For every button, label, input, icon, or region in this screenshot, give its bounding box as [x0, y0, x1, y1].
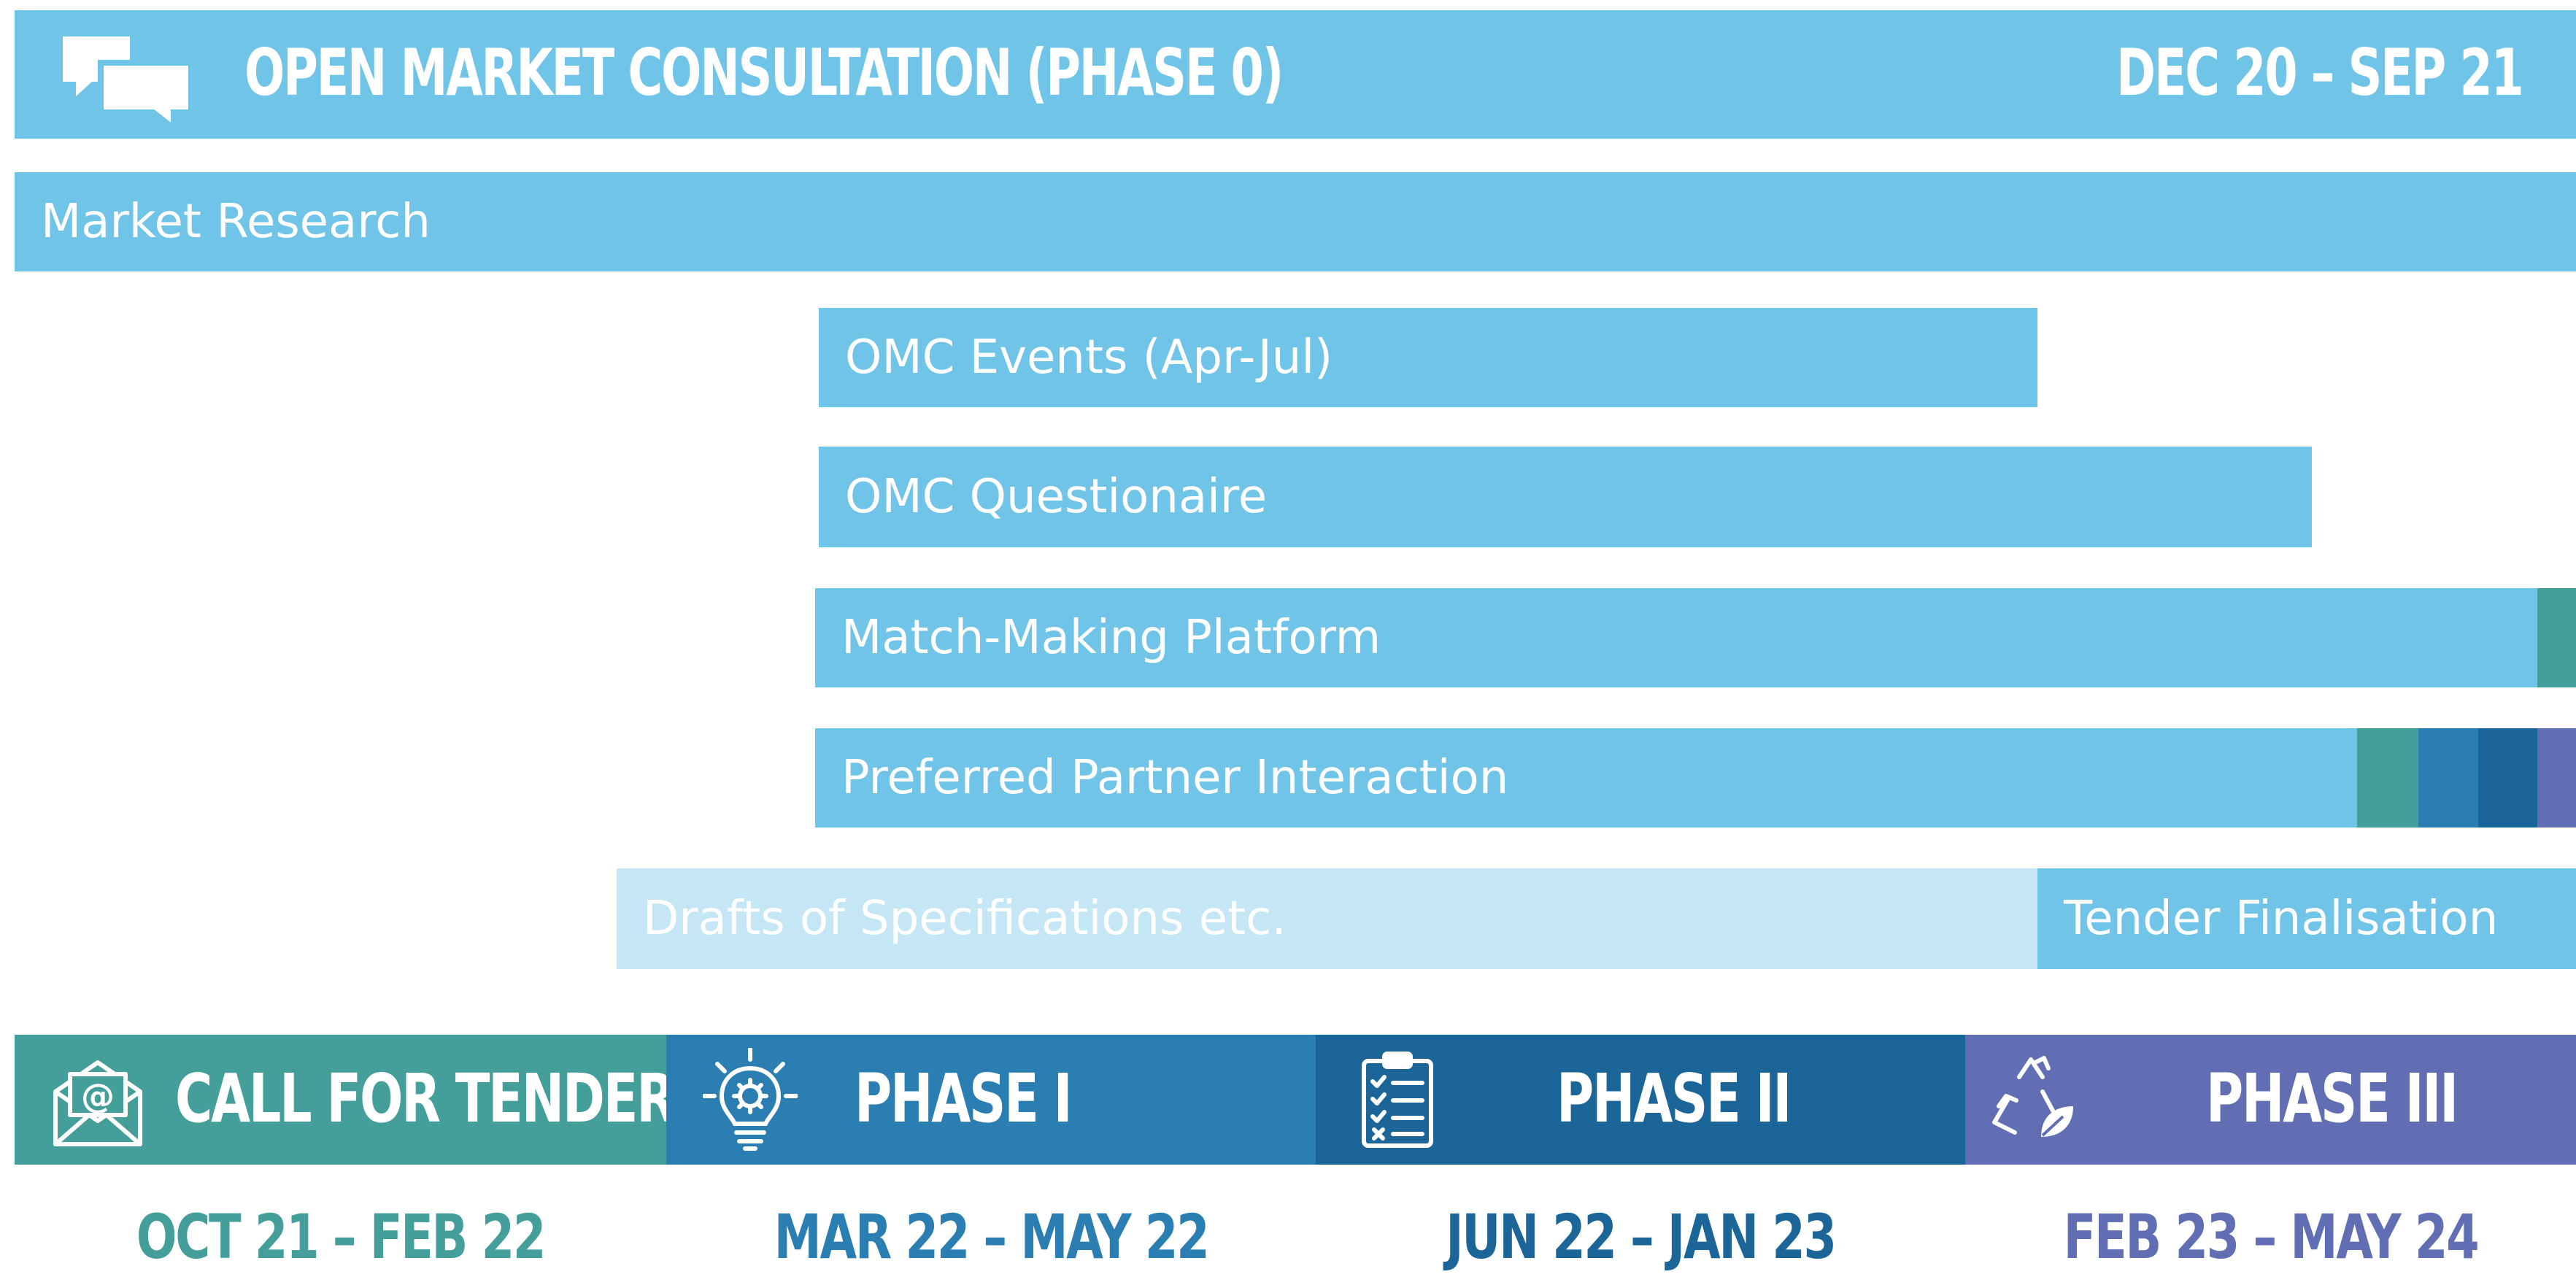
- header-title: OPEN MARKET CONSULTATION (PHASE 0): [244, 35, 1284, 110]
- partner-segment-phase-1: [2418, 728, 2478, 827]
- activity-label: Tender Finalisation: [2064, 892, 2499, 946]
- recycle-leaf-icon: [1992, 1056, 2073, 1137]
- phase-date-phase-2: JUN 22 – JAN 23: [1446, 1201, 1837, 1273]
- market-research-bar: Market Research: [15, 172, 2576, 271]
- phase-tab-phase-1: PHASE I: [666, 1035, 1316, 1165]
- partner-segment-phase-3: [2537, 728, 2576, 827]
- activity-label: Match-Making Platform: [841, 611, 1381, 665]
- tender-finalisation-bar: Tender Finalisation: [2037, 868, 2576, 969]
- mail-at-icon: @: [53, 1060, 142, 1146]
- phase-date-call-for-tender: OCT 21 – FEB 22: [136, 1201, 547, 1273]
- activity-label: Drafts of Specifications etc.: [643, 892, 1287, 946]
- phase-0-header: OPEN MARKET CONSULTATION (PHASE 0) DEC 2…: [15, 10, 2576, 139]
- activity-label: Market Research: [41, 195, 431, 249]
- phase-tab-phase-2: PHASE II: [1316, 1035, 1965, 1165]
- phase-date-phase-1: MAR 22 – MAY 22: [774, 1201, 1210, 1273]
- preferred-partner-bar: Preferred Partner Interaction: [815, 728, 2357, 827]
- phase-tab-phase-3: PHASE III: [1965, 1035, 2576, 1165]
- activity-label: Preferred Partner Interaction: [841, 751, 1509, 805]
- omc-questionaire-bar: OMC Questionaire: [819, 447, 2312, 547]
- phase-label: PHASE I: [855, 1060, 1073, 1138]
- phase-label: PHASE III: [2206, 1060, 2459, 1138]
- lightbulb-gear-icon: [703, 1048, 798, 1151]
- chat-bubbles-icon: [63, 36, 194, 128]
- omc-events-bar: OMC Events (Apr-Jul): [819, 308, 2037, 407]
- match-making-platform-bar: Match-Making Platform: [815, 588, 2537, 687]
- header-dates: DEC 20 – SEP 21: [2116, 35, 2524, 110]
- activity-label: OMC Events (Apr-Jul): [845, 331, 1333, 385]
- drafts-of-specifications-bar: Drafts of Specifications etc.: [617, 868, 2037, 969]
- activity-label: OMC Questionaire: [845, 470, 1268, 524]
- clipboard-checklist-icon: [1362, 1052, 1433, 1148]
- phase-label: PHASE II: [1557, 1060, 1792, 1138]
- phase-label: CALL FOR TENDER: [175, 1060, 676, 1138]
- phase-tab-call-for-tender: @ CALL FOR TENDER: [15, 1035, 676, 1165]
- partner-segment-call-for-tender: [2357, 728, 2418, 827]
- match-making-phase-segment: [2537, 588, 2576, 687]
- partner-segment-phase-2: [2478, 728, 2537, 827]
- svg-text:@: @: [81, 1076, 115, 1116]
- phase-date-phase-3: FEB 23 – MAY 24: [2063, 1201, 2480, 1273]
